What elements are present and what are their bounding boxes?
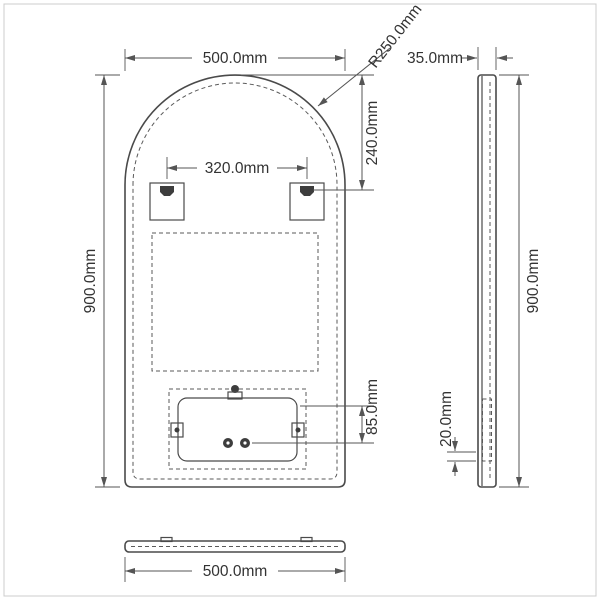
dim-side-height: 900.0mm (499, 74, 542, 488)
dim-driver-box: 85.0mm (252, 379, 381, 444)
dim-bracket-spacing: 320.0mm (166, 157, 308, 179)
dim-bracket-spacing-label: 320.0mm (205, 160, 270, 177)
bottom-view (124, 536, 346, 553)
dim-driver-box-label: 85.0mm (364, 379, 381, 435)
drawing-border (3, 3, 597, 597)
dim-bottom-width: 500.0mm (124, 557, 346, 582)
side-driver-hidden (482, 398, 492, 462)
dim-side-height-label: 900.0mm (525, 249, 542, 314)
bottom-dimensions: 500.0mm (124, 557, 346, 582)
led-panel-hidden-outline (151, 232, 319, 372)
bottom-right-bracket-nub (300, 536, 313, 543)
left-keyhole-icon (160, 186, 174, 196)
dim-side-depth-label: 35.0mm (407, 50, 463, 67)
top-connector-icon (231, 385, 239, 393)
left-terminal-icon (170, 422, 184, 438)
driver-box-hidden-outline (168, 388, 307, 470)
mirror-outline (124, 74, 346, 488)
bottom-left-bracket-nub (160, 536, 173, 543)
right-terminal-icon (291, 422, 305, 438)
dim-arch-drop-label: 240.0mm (364, 101, 381, 166)
driver-box (168, 385, 307, 470)
knob-icons (223, 438, 250, 448)
side-outline (477, 74, 497, 488)
driver-box-outline (177, 397, 298, 462)
front-view (124, 74, 346, 488)
mirror-inner-edge (132, 82, 338, 480)
dim-side-bottom-offset: 20.0mm (438, 391, 476, 476)
dim-front-width-label: 500.0mm (203, 50, 268, 67)
front-dimensions: 500.0mm R250.0mm 240.0mm 320.0mm 90 (82, 1, 425, 488)
top-connector-body (227, 391, 243, 400)
bottom-outline (124, 540, 346, 553)
left-bracket (149, 182, 185, 221)
dim-front-height-label: 900.0mm (82, 249, 99, 314)
dim-bottom-width-label: 500.0mm (203, 563, 268, 580)
right-bracket (289, 182, 325, 221)
side-view (477, 74, 497, 488)
dim-front-width: 500.0mm (124, 49, 346, 71)
dim-side-bottom-offset-label: 20.0mm (438, 391, 455, 447)
dim-arch-drop: 240.0mm (241, 74, 381, 191)
dim-side-depth: 35.0mm (407, 47, 513, 70)
side-dimensions: 35.0mm 900.0mm 20.0mm (407, 47, 542, 488)
right-keyhole-icon (300, 186, 314, 196)
dim-front-height: 900.0mm (82, 74, 120, 488)
